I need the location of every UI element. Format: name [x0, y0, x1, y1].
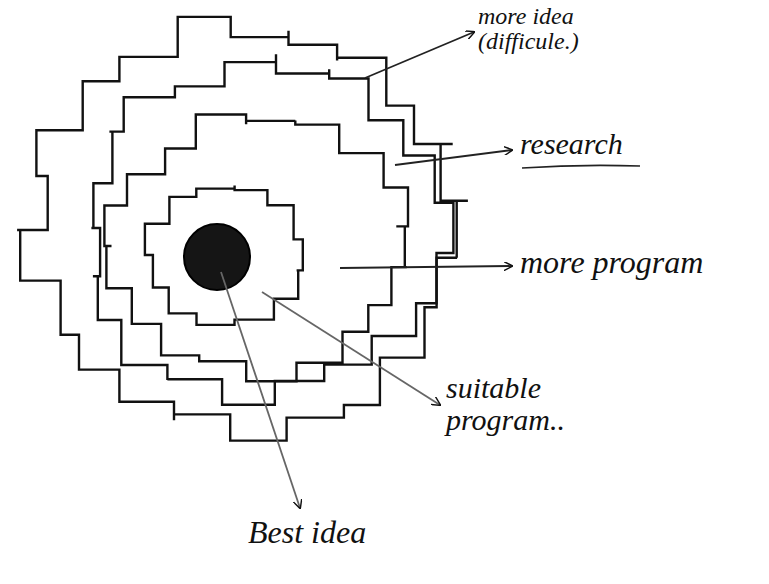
- leader-line: [395, 150, 512, 165]
- leader-line: [221, 272, 300, 508]
- jagged-ring: [91, 54, 453, 405]
- annotation-label: more program: [520, 246, 760, 280]
- underline-mark: [522, 165, 640, 168]
- jagged-ring: [17, 17, 468, 441]
- core-dot: [184, 224, 250, 290]
- leader-line: [262, 292, 440, 405]
- annotation-label: research: [520, 128, 720, 160]
- leader-line: [340, 266, 512, 268]
- annotation-label: more idea (difficule.): [478, 4, 628, 54]
- annotation-label: suitable program..: [446, 372, 616, 435]
- jagged-ring: [104, 115, 408, 382]
- jagged-ring: [145, 186, 303, 325]
- leader-line: [365, 32, 474, 78]
- annotation-label: Best idea: [248, 516, 468, 550]
